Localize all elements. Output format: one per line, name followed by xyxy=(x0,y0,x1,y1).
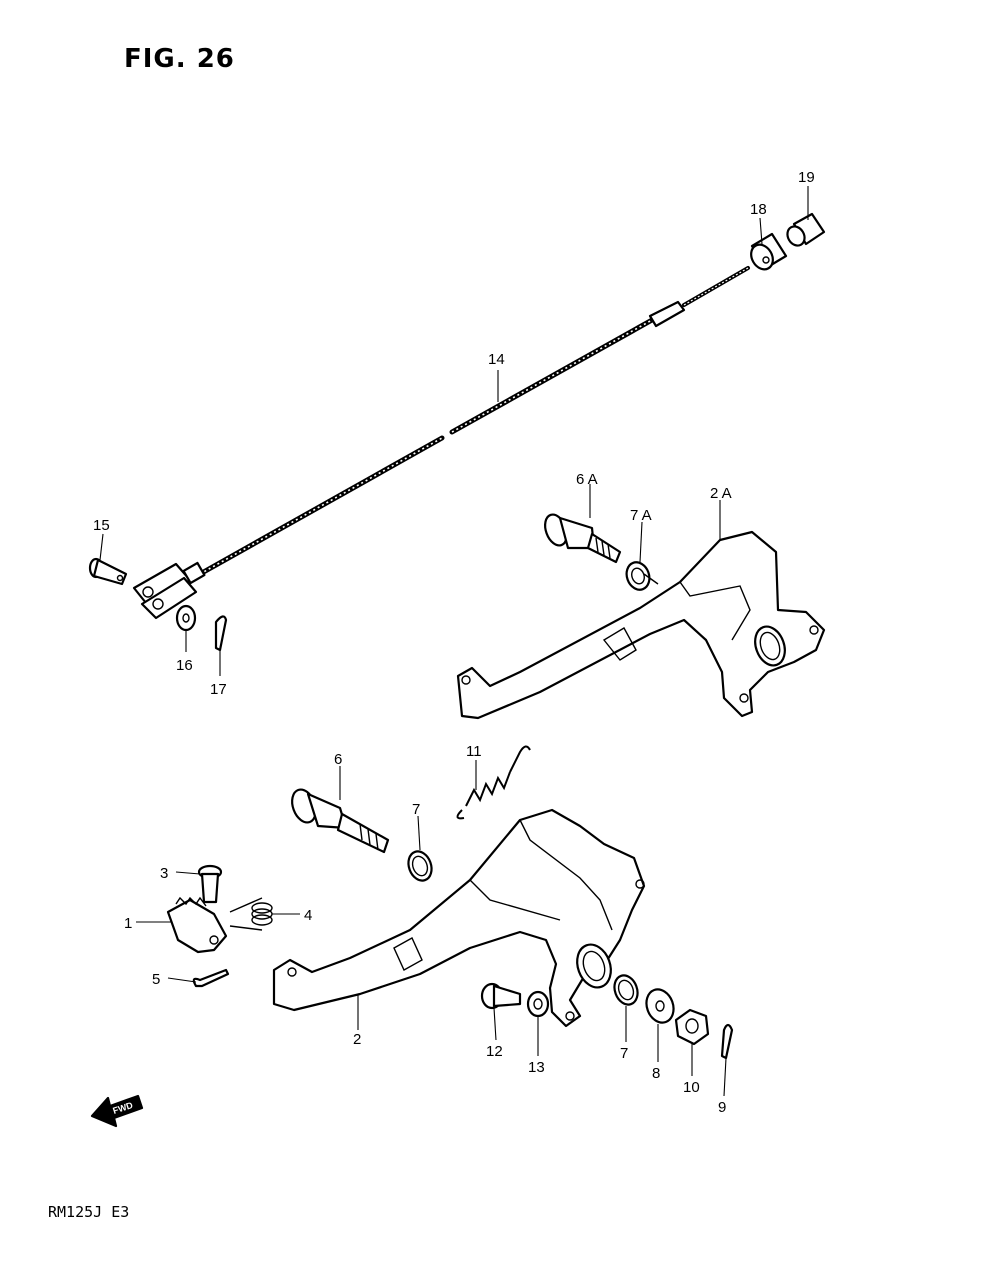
clevis-pin xyxy=(88,557,128,586)
callout-2a: 2 A xyxy=(710,485,732,502)
callout-18: 18 xyxy=(750,201,767,218)
callout-4: 4 xyxy=(304,907,312,924)
bolt xyxy=(480,982,522,1010)
callout-2: 2 xyxy=(353,1031,361,1048)
callout-19: 19 xyxy=(798,169,815,186)
callout-16: 16 xyxy=(176,657,193,674)
model-code: RM125J E3 xyxy=(48,1203,130,1221)
callout-6: 6 xyxy=(334,751,342,768)
callout-7-upper: 7 xyxy=(412,801,420,818)
callout-5: 5 xyxy=(152,971,160,988)
callout-7-lower: 7 xyxy=(620,1045,628,1062)
callout-6a: 6 A xyxy=(576,471,598,488)
callout-11: 11 xyxy=(466,743,482,760)
fwd-arrow-icon: FWD xyxy=(90,1094,144,1128)
brake-cable xyxy=(132,266,750,620)
callout-1: 1 xyxy=(124,915,132,932)
callout-13: 13 xyxy=(528,1059,545,1076)
pivot-bolt-upper xyxy=(544,513,622,564)
footrest-spring xyxy=(229,897,273,931)
o-ring-lower xyxy=(613,974,639,1006)
castle-nut xyxy=(674,1008,710,1046)
pivot-bolt-lower xyxy=(291,788,390,854)
washer xyxy=(175,604,197,632)
nut xyxy=(526,990,550,1018)
brake-pedal-upper xyxy=(456,530,826,720)
figure-title: FIG. 26 xyxy=(124,44,235,74)
cotter-pin xyxy=(214,615,228,652)
callout-7a: 7 A xyxy=(630,507,652,524)
adjuster-nut xyxy=(786,212,826,247)
callout-10: 10 xyxy=(683,1079,700,1096)
o-ring-upper xyxy=(625,561,651,591)
callout-9: 9 xyxy=(718,1099,726,1116)
o-ring xyxy=(407,850,433,882)
footrest xyxy=(166,896,228,954)
footrest-cotter-pin xyxy=(192,968,230,988)
callout-15: 15 xyxy=(93,517,110,534)
return-spring xyxy=(456,745,531,820)
callout-12: 12 xyxy=(486,1043,503,1060)
cable-adjuster xyxy=(750,232,788,271)
callout-14: 14 xyxy=(488,351,505,368)
brake-pedal-lower xyxy=(272,808,646,1028)
callout-8: 8 xyxy=(652,1065,660,1082)
cotter-pin-lower xyxy=(720,1023,734,1060)
callout-3: 3 xyxy=(160,865,168,882)
footrest-pin xyxy=(197,864,223,904)
callout-17: 17 xyxy=(210,681,227,698)
washer-lower xyxy=(645,988,675,1024)
